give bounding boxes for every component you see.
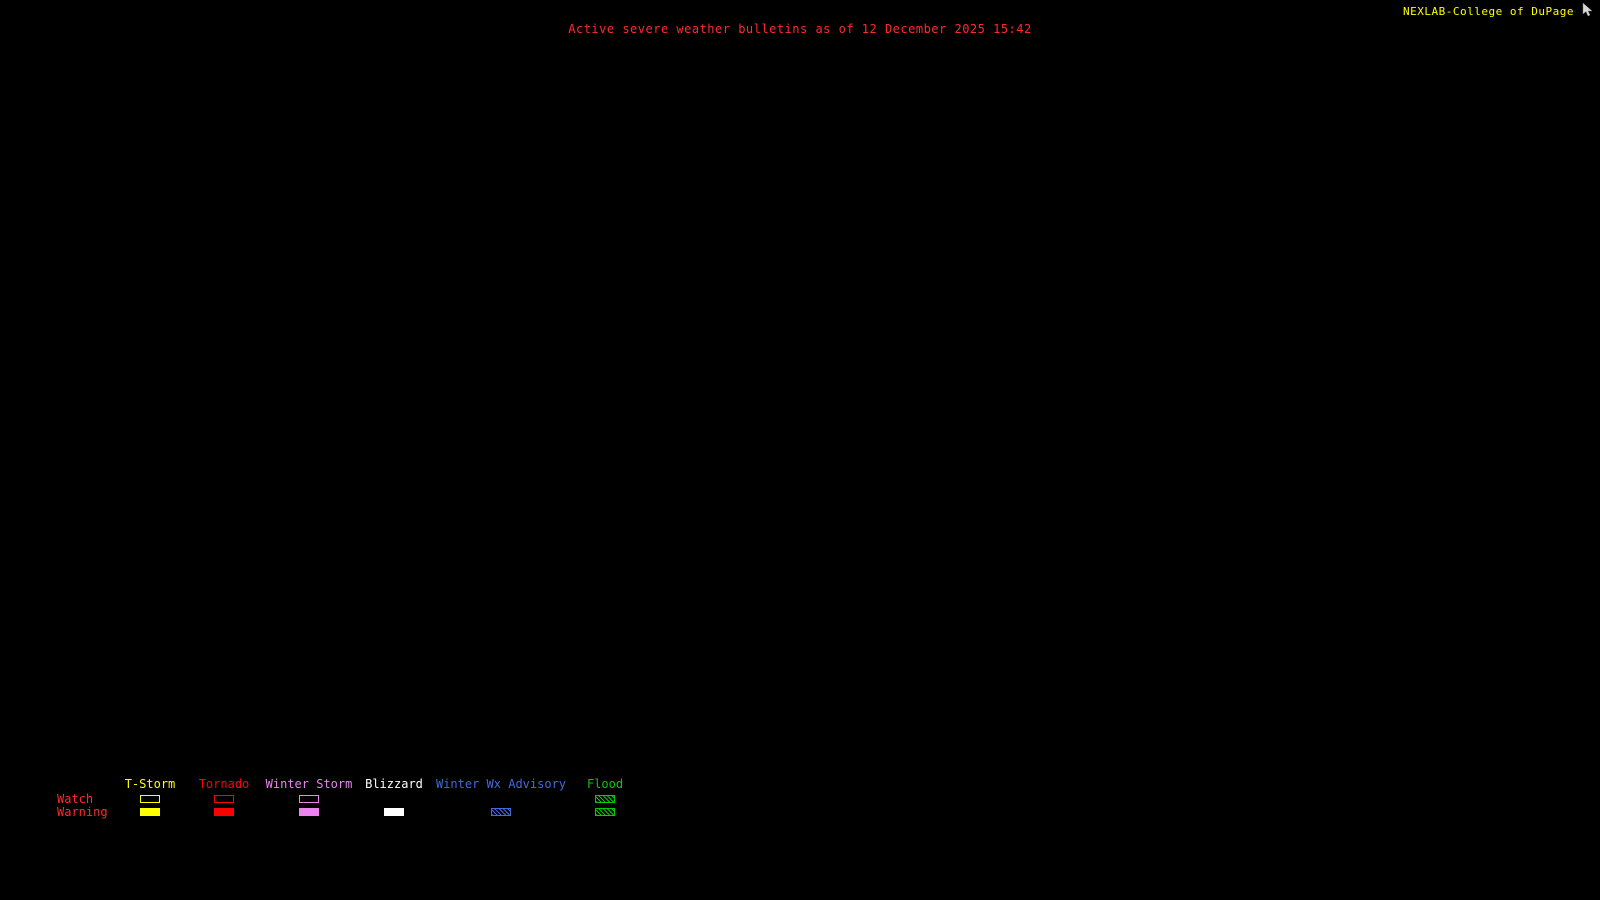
- flood-watch-swatch: [595, 795, 615, 803]
- flood-warning-swatch: [595, 808, 615, 816]
- legend-label-flood: Flood: [586, 777, 624, 791]
- legend-column-winter-wx-advisory: Winter Wx Advisory: [431, 778, 571, 821]
- branding-text: NEXLAB-College of DuPage: [1403, 5, 1574, 18]
- legend-label-tornado: Tornado: [198, 777, 250, 791]
- legend: Watch Warning T-Storm Tornado Winter Storm…: [0, 778, 760, 828]
- legend-column-t-storm: T-Storm: [80, 778, 220, 821]
- winter-storm-warning-swatch: [299, 808, 319, 816]
- legend-column-winter-storm: Winter Storm: [239, 778, 379, 821]
- legend-row-warning-label: Warning: [57, 805, 108, 819]
- legend-column-tornado: Tornado: [154, 778, 294, 821]
- legend-label-winter-storm: Winter Storm: [265, 777, 353, 791]
- legend-column-flood: Flood: [535, 778, 675, 821]
- legend-columns: T-Storm Tornado Winter Storm Blizzard Winter…: [0, 778, 760, 828]
- legend-label-winter-wx-advisory: Winter Wx Advisory: [435, 777, 567, 791]
- legend-label-blizzard: Blizzard: [365, 777, 423, 791]
- legend-row-watch-label: Watch: [57, 792, 94, 806]
- t-storm-warning-swatch: [140, 808, 160, 816]
- mouse-cursor-icon: [1582, 3, 1593, 17]
- winter-storm-watch-swatch: [299, 795, 319, 803]
- winter-wx-advisory-warning-swatch: [491, 808, 511, 816]
- legend-label-t-storm: T-Storm: [124, 777, 176, 791]
- t-storm-watch-swatch: [140, 795, 160, 803]
- page-title: Active severe weather bulletins as of 12…: [568, 22, 1032, 36]
- tornado-warning-swatch: [214, 808, 234, 816]
- tornado-watch-swatch: [214, 795, 234, 803]
- blizzard-warning-swatch: [384, 808, 404, 816]
- legend-column-blizzard: Blizzard: [324, 778, 464, 821]
